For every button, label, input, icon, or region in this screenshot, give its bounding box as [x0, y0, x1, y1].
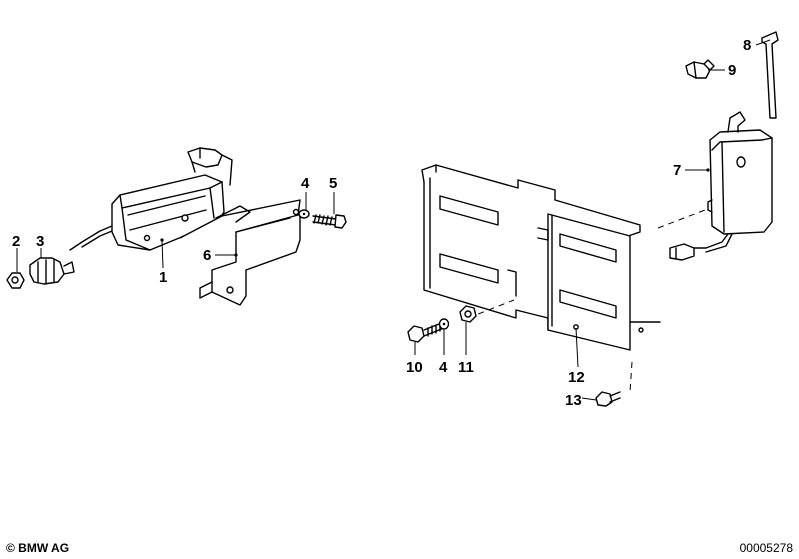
label-part-8: 8: [743, 37, 751, 54]
label-part-13: 13: [565, 392, 582, 409]
control-unit-left: [69, 147, 233, 251]
fitting-part-9: [685, 59, 715, 79]
leader-lines: [16, 39, 771, 401]
connector-part-3: [29, 257, 75, 285]
screw-part-5-left: [312, 214, 347, 229]
assembly-line-7: [657, 209, 706, 229]
copyright-text: © BMW AG: [6, 541, 70, 555]
label-part-10: 10: [406, 359, 423, 376]
washer-part-4-right: [438, 318, 450, 330]
label-part-4-left: 4: [301, 175, 310, 192]
label-part-9: 9: [728, 62, 736, 79]
control-unit-part-7: [669, 111, 773, 261]
label-part-1: 1: [159, 269, 167, 286]
label-part-4-right: 4: [439, 359, 448, 376]
rod-part-8: [761, 31, 779, 119]
nut-part-11: [459, 305, 477, 323]
label-part-7: 7: [673, 162, 681, 179]
label-part-11: 11: [458, 359, 474, 376]
assembly-line-13: [629, 361, 633, 393]
bracket-part-6: [179, 199, 301, 306]
label-part-6: 6: [203, 247, 211, 264]
label-part-12: 12: [568, 369, 585, 386]
mounting-plate-part-12: [421, 164, 661, 351]
assembly-line-10: [467, 299, 515, 319]
screw-part-10: [407, 321, 445, 343]
label-part-5: 5: [329, 175, 337, 192]
label-part-3: 3: [36, 233, 44, 250]
label-part-2: 2: [12, 233, 20, 250]
screw-part-13: [595, 391, 621, 407]
diagram-number: 00005278: [739, 541, 793, 555]
nut-part-2: [6, 272, 25, 289]
washer-part-4-left: [298, 209, 310, 219]
